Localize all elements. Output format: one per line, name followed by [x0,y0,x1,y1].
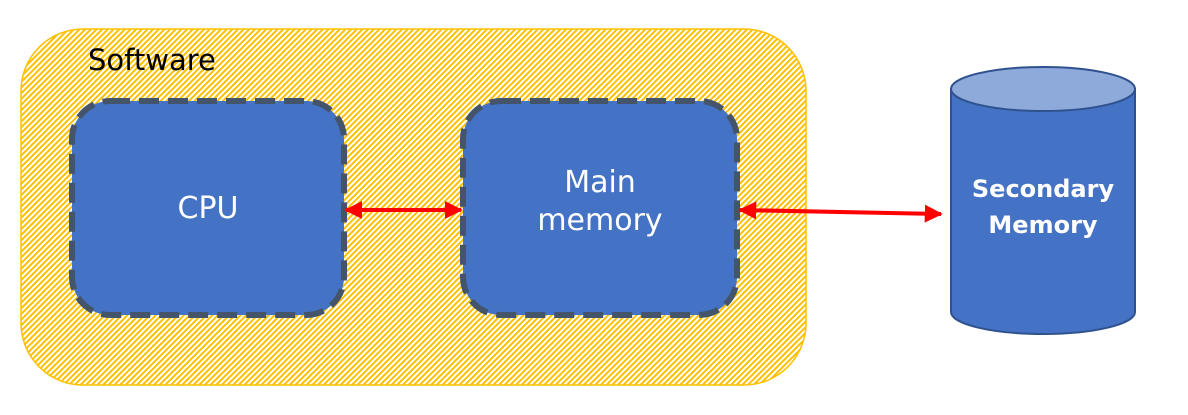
cpu-label: CPU [177,191,239,226]
main-memory-label-line-2: memory [537,202,663,238]
cpu-box [69,98,347,318]
main-memory-label-line-1: Main [564,165,636,200]
main-memory-label: Main memory [463,164,737,239]
secondary-memory-label-line-1: Secondary [971,175,1115,203]
secondary-memory-cylinder [950,66,1136,335]
software-label: Software [88,43,216,77]
secondary-memory-label-line-2: Memory [988,211,1098,239]
secondary-memory-label: Secondary Memory [951,174,1135,240]
main-memory-box [460,98,740,318]
main-memory-secondary-arrow [738,201,943,223]
